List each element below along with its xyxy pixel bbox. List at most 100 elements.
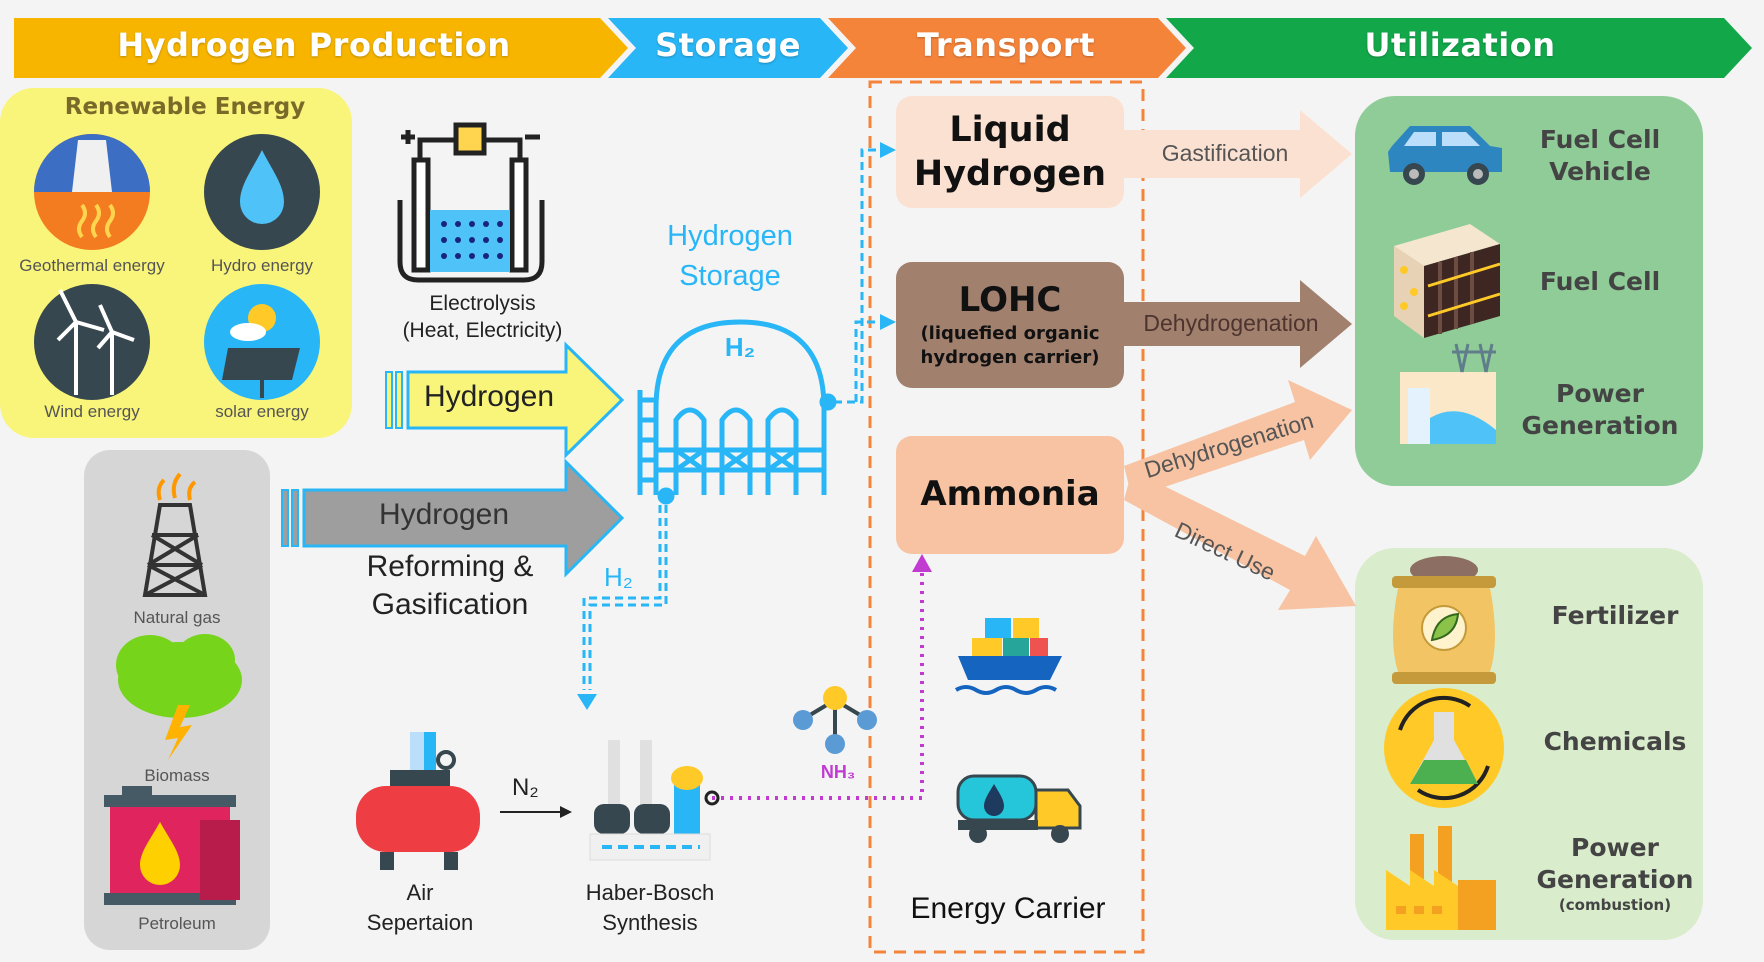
transport-banner [828,18,1186,78]
solar-label: solar energy [215,402,309,421]
chemicals-label: Chemicals [1543,727,1687,756]
h2-pipe-label: H₂ [604,562,633,592]
stage-title-transport: Transport [917,26,1095,64]
power-generation-line2: Generation [1521,411,1679,440]
natural-gas-icon [142,472,208,597]
nh3-molecule-icon [793,686,877,754]
power-generation-label: Power Generation [1510,378,1690,442]
transport-region [868,80,1145,954]
electrolysis-icon [397,122,545,283]
air-separation-label: Air Sepertaion [340,878,500,938]
electrolysis-line1: Electrolysis [429,292,536,315]
biomass-icon [116,634,242,760]
liquid-hydrogen-line1: Liquid [949,110,1071,150]
air-separation-icon [356,732,480,870]
h2-pipe-arrowhead [577,694,597,710]
haber-bosch-label: Haber-Bosch Synthesis [560,878,740,938]
storage-banner [608,18,848,78]
haber-bosch-line1: Haber-Bosch [585,880,715,905]
power-generation-comb-line2: Generation [1536,865,1694,894]
haber-bosch-icon [589,740,720,861]
power-generation-comb-line3: (combustion) [1558,896,1672,914]
electrolysis-line2: (Heat, Electricity) [402,319,563,342]
power-generation-icon [1400,343,1496,444]
geothermal-icon [34,134,150,250]
fcv-label: Fuel Cell Vehicle [1510,124,1690,188]
hydrogen-storage-label: Hydrogen Storage [630,216,830,296]
reforming-line2: Gasification [371,588,529,621]
wind-label: Wind energy [44,402,140,421]
nh3-arrowhead [912,554,932,572]
petroleum-icon [104,786,240,905]
storage-line1: Hydrogen [667,220,793,252]
gasification-label: Gastification [1161,140,1289,166]
electrolysis-label: Electrolysis (Heat, Electricity) [380,290,585,344]
power-generation-combustion-icon [1386,826,1496,930]
liquid-hydrogen-box [896,96,1124,208]
hydro-icon [204,134,320,250]
fcv-line2: Vehicle [1549,157,1651,186]
renewable-energy-title: Renewable Energy [64,94,306,120]
production-banner [14,18,628,78]
ammonia-box [896,436,1124,554]
solar-icon [204,284,320,400]
energy-carrier-label: Energy Carrier [910,892,1106,925]
air-separation-line1: Air [406,880,434,905]
power-generation-comb-line1: Power [1571,833,1659,862]
reforming-line1: Reforming & [366,550,534,583]
power-generation-line1: Power [1556,379,1644,408]
hydrogen-arrow-1 [385,341,625,459]
pipe-arrow-2 [880,314,896,330]
fcv-line1: Fuel Cell [1539,125,1661,154]
lohc-label: LOHC (liquefied organic hydrogen carrier… [896,278,1124,370]
fuel-cell-icon [1394,224,1501,338]
chemicals-icon [1384,688,1504,808]
dehydrogenation-label-1: Dehydrogenation [1143,310,1319,336]
stage-title-production: Hydrogen Production [117,26,511,64]
biomass-label: Biomass [144,766,210,785]
nh3-pipe [712,568,924,800]
n2-label: N₂ [512,774,539,801]
hydrogen-storage-icon [637,319,837,505]
reforming-label: Reforming & Gasification [330,548,570,624]
stage-title-utilization: Utilization [1364,26,1556,64]
geothermal-label: Geothermal energy [19,256,165,275]
storage-to-carriers-pipe [834,148,880,404]
gasification-arrow [1124,110,1352,198]
nh3-label: NH₃ [820,762,856,782]
dehydrogenation-arrow-1 [1124,280,1352,368]
dehydrogenation-arrow-2 [1124,380,1352,498]
truck-icon [956,774,1082,843]
natural-gas-label: Natural gas [133,608,221,627]
hydrogen-arrow-2-label: Hydrogen [378,498,510,531]
utilization-banner [1166,18,1752,78]
hydro-label: Hydro energy [210,256,314,275]
ship-icon [954,618,1062,695]
lohc-box [896,262,1124,388]
lohc-line3: hydrogen carrier) [920,347,1100,368]
wind-icon [34,284,150,400]
fertilizer-label: Fertilizer [1551,601,1679,630]
tank-h2-label: H₂ [724,332,756,362]
liquid-hydrogen-label: Liquid Hydrogen [896,108,1124,196]
fertilizer-icon [1392,556,1496,684]
hydrogen-arrow-1-label: Hydrogen [423,380,555,413]
air-separation-line2: Sepertaion [366,910,474,935]
hydrogen-arrow-2 [281,458,625,578]
fuel-cell-vehicle-icon [1388,126,1502,185]
storage-line2: Storage [679,260,781,292]
pipe-arrow-1 [880,142,896,158]
h2-to-haber-pipe [582,505,668,690]
power-generation-combustion-label: Power Generation (combustion) [1520,832,1710,914]
haber-bosch-line2: Synthesis [602,910,698,935]
lohc-line1: LOHC [958,280,1062,320]
ammonia-label: Ammonia [920,474,1100,514]
petroleum-label: Petroleum [138,914,216,933]
direct-use-arrow [1124,470,1356,610]
n2-arrowhead [560,806,572,818]
lohc-line2: (liquefied organic [920,323,1100,344]
stage-title-storage: Storage [655,26,801,64]
liquid-hydrogen-line2: Hydrogen [913,154,1107,194]
fuel-cell-label: Fuel Cell [1539,267,1661,296]
